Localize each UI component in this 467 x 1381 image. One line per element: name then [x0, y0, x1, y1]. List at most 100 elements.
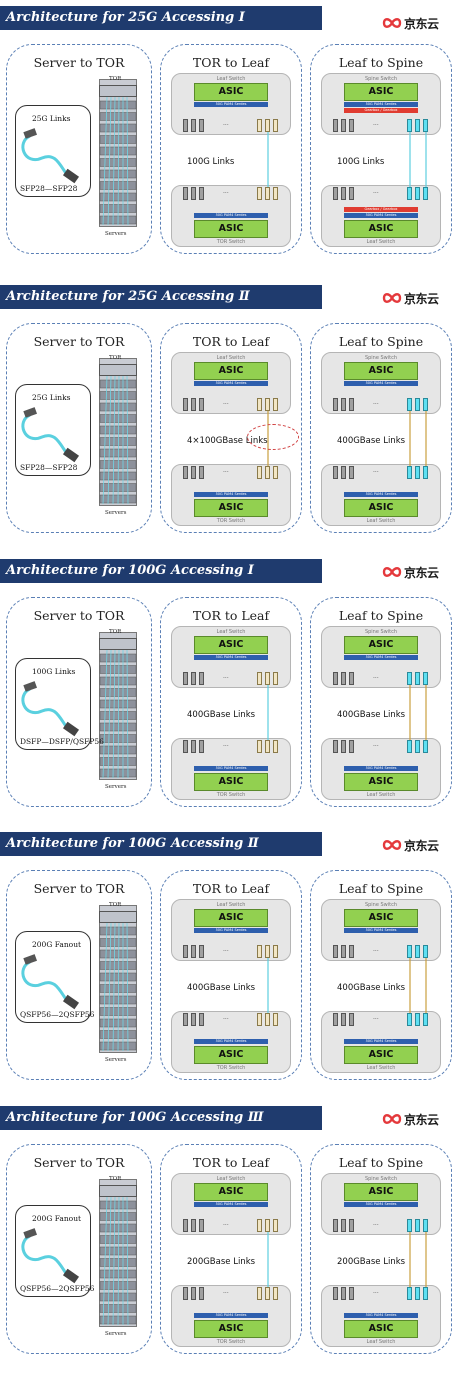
- server-cable: [117, 375, 120, 505]
- port-module: [257, 1287, 262, 1300]
- port-module: [349, 1013, 354, 1026]
- rack-drawing: [99, 96, 137, 226]
- server-cable: [126, 1196, 129, 1326]
- port-module: [407, 1013, 412, 1026]
- port-module: [349, 740, 354, 753]
- server-link-label: 25G Links: [32, 393, 71, 402]
- port-module: [257, 945, 262, 958]
- server-cable: [112, 96, 116, 226]
- asic-chip: ASIC: [194, 1320, 268, 1338]
- ellipsis: ···: [223, 675, 229, 682]
- server-unit: [99, 1246, 137, 1256]
- port-module: [265, 398, 270, 411]
- server-cable: [112, 649, 116, 779]
- port-module: [341, 945, 346, 958]
- port-module: [199, 1219, 204, 1232]
- server-cable: [112, 1196, 116, 1326]
- rack-drawing: [99, 649, 137, 779]
- links-label: 100G Links: [337, 157, 385, 167]
- transceiver-cable-icon: [21, 681, 80, 737]
- server-cable: [102, 1196, 108, 1326]
- switch-name: Leaf Switch: [366, 792, 396, 798]
- server-cable: [102, 649, 108, 779]
- port-module: [415, 398, 420, 411]
- server-unit: [99, 1235, 137, 1244]
- link-lines: [409, 1232, 427, 1287]
- section-banner: Architecture for 100G Accessing Ⅲ: [0, 1106, 322, 1130]
- port-module: [349, 398, 354, 411]
- asic-chip: ASIC: [194, 1046, 268, 1064]
- server-unit: [99, 961, 137, 970]
- highlight-ellipse: [247, 424, 299, 450]
- port-module: [407, 740, 412, 753]
- server-unit: [99, 158, 137, 167]
- port-module: [349, 672, 354, 685]
- logo-text: 京东云: [404, 1112, 439, 1127]
- switch-name: Leaf Switch: [366, 1065, 396, 1071]
- port-module: [265, 1013, 270, 1026]
- panel-title: Server to TOR: [33, 881, 125, 896]
- ellipsis: ···: [373, 948, 379, 955]
- asic-chip: ASIC: [344, 1320, 418, 1338]
- serdes-bar: 50G PAM4 Serdes: [344, 213, 418, 218]
- server-cable: [112, 922, 116, 1052]
- server-unit: [99, 676, 137, 686]
- port-module: [407, 672, 412, 685]
- logo-text: 京东云: [404, 16, 439, 31]
- ellipsis: ···: [373, 675, 379, 682]
- port-module: [183, 466, 188, 479]
- port-module: [407, 398, 412, 411]
- server-unit: [99, 123, 137, 133]
- serdes-bar: 50G PAM4 Serdes: [344, 381, 418, 386]
- panel-title: Leaf to Spine: [338, 881, 424, 896]
- port-module: [265, 187, 270, 200]
- port-module: [333, 945, 338, 958]
- asic-chip: ASIC: [194, 362, 268, 380]
- port-module: [341, 672, 346, 685]
- port-module: [273, 187, 278, 200]
- port-module: [415, 466, 420, 479]
- ellipsis: ···: [373, 1016, 379, 1023]
- port-module: [199, 945, 204, 958]
- server-unit: [99, 437, 137, 446]
- port-module: [199, 187, 204, 200]
- tor-label: TOR: [109, 1176, 122, 1182]
- jdcloud-logo: 京东云: [382, 1110, 439, 1128]
- section-banner: Architecture for 100G Accessing Ⅰ: [0, 559, 322, 583]
- serdes-bar: 50G PAM4 Serdes: [194, 928, 268, 933]
- port-module: [407, 945, 412, 958]
- server-unit: [99, 1258, 137, 1267]
- switch-name: Leaf Switch: [216, 629, 246, 635]
- rack-drawing: [99, 922, 137, 1052]
- server-module-label: QSFP56—2QSFP56: [20, 1010, 95, 1019]
- link-lines: [267, 958, 269, 1013]
- serdes-bar: 50G PAM4 Serdes: [194, 102, 268, 107]
- link-lines: [409, 685, 427, 740]
- jdcloud-logo: 京东云: [382, 836, 439, 854]
- port-module: [423, 1219, 428, 1232]
- section-banner: Architecture for 25G Accessing Ⅱ: [0, 285, 322, 309]
- port-module: [341, 1219, 346, 1232]
- port-module: [415, 1219, 420, 1232]
- jdcloud-logo: 京东云: [382, 289, 439, 307]
- link-lines: [409, 132, 427, 187]
- server-link-label: 200G Fanout: [32, 1214, 82, 1223]
- links-label: 400GBase Links: [337, 436, 406, 446]
- port-module: [273, 1013, 278, 1026]
- serdes-bar: 50G PAM4 Serdes: [194, 766, 268, 771]
- ellipsis: ···: [223, 469, 229, 476]
- asic-chip: ASIC: [344, 220, 418, 238]
- server-link-label: 100G Links: [32, 667, 76, 676]
- port-module: [341, 466, 346, 479]
- server-cable: [117, 96, 120, 226]
- port-module: [265, 1287, 270, 1300]
- port-module: [333, 398, 338, 411]
- servers-label: Servers: [105, 1331, 127, 1337]
- tor-switch-box: [99, 638, 137, 650]
